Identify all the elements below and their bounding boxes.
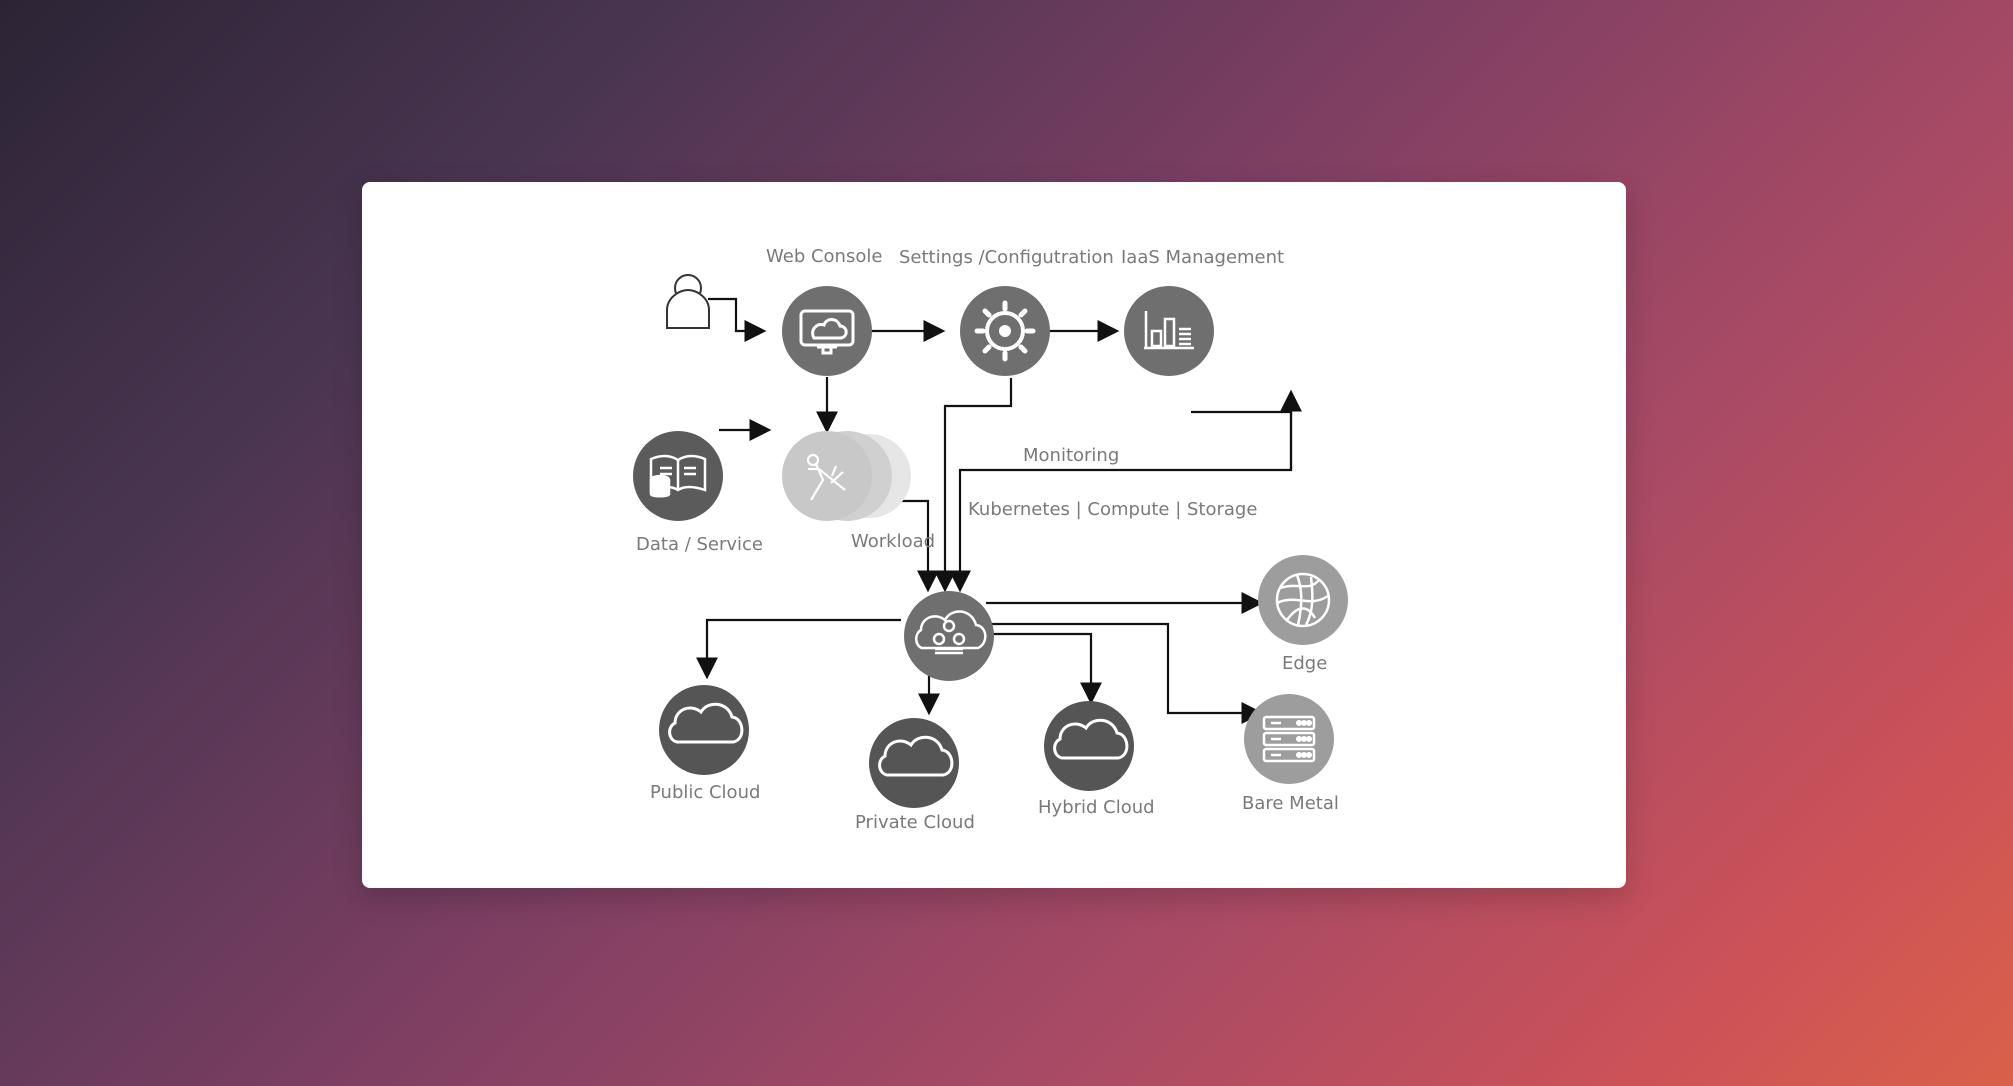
settings-node xyxy=(960,286,1050,376)
public-cloud-icon xyxy=(668,702,744,744)
private-cloud-node xyxy=(869,718,959,808)
private-cloud-icon xyxy=(878,735,954,777)
user-icon xyxy=(666,274,710,329)
central-cloud-node-icon xyxy=(915,610,987,655)
monitoring-label: Monitoring xyxy=(1023,445,1119,466)
kubernetes-label: Kubernetes | Compute | Storage xyxy=(968,499,1257,520)
data-service-label: Data / Service xyxy=(636,534,763,555)
data-service-node xyxy=(633,431,723,521)
hybrid-cloud-node xyxy=(1044,701,1134,791)
settings-gear-icon xyxy=(974,300,1036,362)
bare-metal-server-icon xyxy=(1262,715,1316,763)
private-cloud-label: Private Cloud xyxy=(855,812,975,833)
bare-metal-label: Bare Metal xyxy=(1242,793,1339,814)
edge-globe-icon xyxy=(1275,572,1331,628)
connector-lines xyxy=(696,297,1302,724)
bare-metal-node xyxy=(1244,694,1334,784)
workload-label: Workload xyxy=(851,531,935,552)
hybrid-cloud-icon xyxy=(1053,718,1129,760)
iaas-chart-icon xyxy=(1144,311,1194,350)
web-console-icon xyxy=(799,309,855,355)
web-console-label: Web Console xyxy=(766,246,882,267)
iaas-management-label: IaaS Management xyxy=(1121,247,1284,268)
hybrid-cloud-label: Hybrid Cloud xyxy=(1038,797,1155,818)
web-console-node xyxy=(782,286,872,376)
iaas-management-node xyxy=(1124,286,1214,376)
settings-label: Settings /Configutration xyxy=(899,247,1114,268)
workload-compass-icon xyxy=(806,453,846,501)
data-service-book-icon xyxy=(649,454,707,498)
central-node xyxy=(904,591,994,681)
public-cloud-label: Public Cloud xyxy=(650,782,760,803)
edge-node xyxy=(1258,555,1348,645)
diagram-card: Web Console Settings /Configutration Iaa… xyxy=(362,182,1626,888)
workload-node xyxy=(782,431,911,521)
public-cloud-node xyxy=(659,685,749,775)
edge-label: Edge xyxy=(1282,653,1327,674)
architecture-diagram: Web Console Settings /Configutration Iaa… xyxy=(633,246,1348,833)
